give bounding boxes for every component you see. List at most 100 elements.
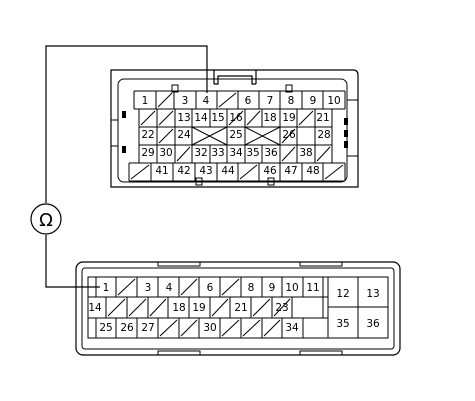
lower-pin: 30 bbox=[203, 322, 216, 334]
blank-cavity-slash bbox=[298, 110, 314, 126]
upper-pin: 3 bbox=[182, 95, 189, 107]
blank-cavity-slash bbox=[158, 110, 174, 126]
lower-cavity-grid bbox=[87, 277, 328, 338]
upper-pin: 13 bbox=[177, 112, 190, 124]
upper-pin: 4 bbox=[203, 95, 210, 107]
blank-cavity-slash bbox=[221, 319, 240, 337]
blank-cavity-slash bbox=[180, 319, 198, 337]
blank-cavity-cross bbox=[191, 126, 228, 146]
upper-pin: 8 bbox=[288, 95, 295, 107]
blank-cavity-slash bbox=[176, 146, 191, 162]
blank-cavity-cross bbox=[244, 126, 281, 146]
lower-pin: 19 bbox=[192, 302, 205, 314]
upper-pin: 26 bbox=[282, 129, 296, 141]
lower-pin: 13 bbox=[366, 288, 379, 300]
blank-cavity-slash bbox=[117, 278, 136, 296]
lower-pin: 4 bbox=[166, 282, 173, 294]
upper-pin: 48 bbox=[306, 165, 319, 177]
blank-cavity-slash bbox=[242, 319, 261, 337]
lower-pin: 3 bbox=[145, 282, 152, 294]
lower-pin: 10 bbox=[285, 282, 298, 294]
blank-cavity-slash bbox=[252, 298, 271, 317]
upper-pin: 43 bbox=[199, 165, 212, 177]
blank-cavity-slash bbox=[239, 164, 258, 180]
lower-pin: 14 bbox=[88, 302, 102, 314]
upper-pin: 44 bbox=[221, 165, 235, 177]
upper-pin: 35 bbox=[246, 147, 259, 159]
blank-cavity-slash bbox=[180, 278, 198, 296]
blank-cavity-slash bbox=[158, 128, 174, 144]
blank-cavity-slash bbox=[128, 298, 147, 317]
upper-pin: 46 bbox=[263, 165, 277, 177]
lower-pin: 6 bbox=[207, 282, 214, 294]
lower-pin-labels: 1 3 4 6 8 9 10 11 14 18 19 21 23 25 26 2… bbox=[88, 282, 380, 334]
lower-blanked-cavities bbox=[107, 278, 291, 337]
upper-pin: 25 bbox=[229, 129, 242, 141]
upper-pin: 47 bbox=[284, 165, 297, 177]
blank-cavity-slash bbox=[281, 146, 296, 162]
lower-pin: 18 bbox=[172, 302, 185, 314]
upper-pin: 15 bbox=[211, 112, 224, 124]
lower-pin: 35 bbox=[336, 318, 349, 330]
blank-cavity-slash bbox=[246, 110, 261, 126]
blank-cavity-slash bbox=[263, 319, 281, 337]
blank-cavity-slash bbox=[221, 278, 240, 296]
upper-pin: 33 bbox=[211, 147, 224, 159]
upper-pin: 14 bbox=[194, 112, 208, 124]
upper-pin: 36 bbox=[264, 147, 278, 159]
blank-cavity-slash bbox=[218, 92, 237, 108]
lower-pin: 8 bbox=[248, 282, 255, 294]
blank-cavity-slash bbox=[140, 110, 156, 126]
ohm-symbol: Ω bbox=[39, 210, 53, 231]
blank-cavity-slash bbox=[130, 164, 150, 180]
lower-pin: 21 bbox=[234, 302, 247, 314]
blank-cavity-slash bbox=[211, 298, 229, 317]
upper-connector: 1 3 4 6 7 8 9 10 13 14 15 16 18 19 21 22… bbox=[110, 69, 359, 188]
upper-pin: 32 bbox=[194, 147, 207, 159]
upper-pin: 1 bbox=[142, 95, 149, 107]
blank-cavity-slash bbox=[157, 92, 173, 108]
upper-cavity-grid bbox=[128, 90, 346, 182]
upper-pin: 18 bbox=[263, 112, 276, 124]
lower-pin: 12 bbox=[336, 288, 349, 300]
upper-pin: 41 bbox=[155, 165, 168, 177]
upper-blanked-cavities bbox=[130, 92, 344, 180]
upper-pin: 42 bbox=[177, 165, 190, 177]
upper-pin: 7 bbox=[267, 95, 274, 107]
lower-pin: 23 bbox=[275, 302, 288, 314]
lower-pin: 1 bbox=[103, 282, 110, 294]
lower-connector: 1 3 4 6 8 9 10 11 14 18 19 21 23 25 26 2… bbox=[75, 261, 401, 356]
lower-pin: 36 bbox=[366, 318, 380, 330]
upper-pin: 22 bbox=[141, 129, 154, 141]
blank-cavity-slash bbox=[316, 146, 331, 162]
blank-cavity-slash bbox=[273, 298, 291, 317]
blank-cavity-slash bbox=[281, 128, 296, 144]
upper-pin: 21 bbox=[316, 112, 329, 124]
lower-pin: 25 bbox=[99, 322, 112, 334]
blank-cavity-slash bbox=[228, 110, 244, 126]
lower-pin: 11 bbox=[306, 282, 319, 294]
lower-pin: 34 bbox=[285, 322, 299, 334]
upper-pin: 30 bbox=[159, 147, 172, 159]
ohmmeter: Ω bbox=[30, 203, 62, 235]
blank-cavity-slash bbox=[324, 164, 344, 180]
upper-pin: 19 bbox=[282, 112, 295, 124]
upper-pin: 24 bbox=[177, 129, 191, 141]
upper-pin: 38 bbox=[299, 147, 312, 159]
lower-pin: 26 bbox=[120, 322, 134, 334]
upper-pin-labels: 1 3 4 6 7 8 9 10 13 14 15 16 18 19 21 22… bbox=[141, 95, 340, 177]
blank-cavity-slash bbox=[159, 319, 178, 337]
ohmmeter-circle bbox=[30, 203, 62, 235]
blank-cavity-slash bbox=[149, 298, 167, 317]
upper-pin: 9 bbox=[310, 95, 317, 107]
upper-pin: 28 bbox=[317, 129, 330, 141]
lower-pin: 9 bbox=[269, 282, 276, 294]
upper-pin: 10 bbox=[327, 95, 340, 107]
upper-pin: 6 bbox=[245, 95, 252, 107]
upper-pin: 34 bbox=[229, 147, 243, 159]
upper-pin: 29 bbox=[141, 147, 154, 159]
blank-cavity-slash bbox=[107, 298, 126, 317]
lower-pin: 27 bbox=[141, 322, 154, 334]
upper-pin: 16 bbox=[229, 112, 243, 124]
